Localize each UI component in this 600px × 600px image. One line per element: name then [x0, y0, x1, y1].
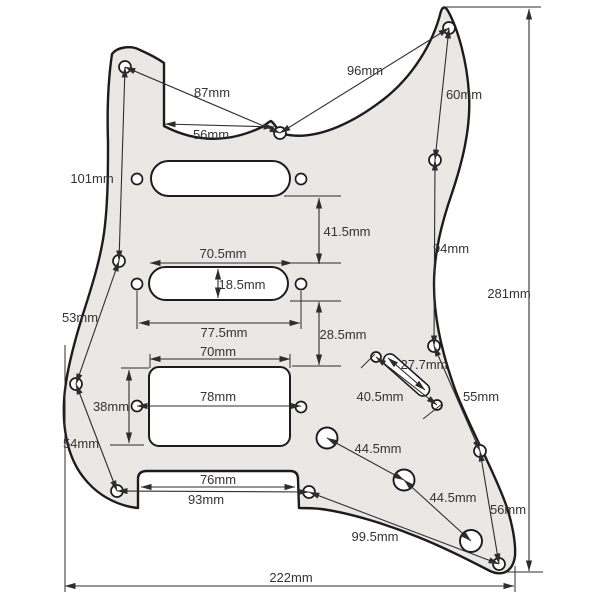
dim-line	[375, 356, 438, 406]
neck-pickup-screw-right	[294, 172, 308, 186]
dimension-pot1-to-pot2: 44.5mm	[326, 437, 405, 481]
dimensions: 87mm 56mm 96mm 60mm 101mm 53mm 54mm 41.	[62, 8, 533, 590]
dimension-right-upper-to-right-mid: 94mm	[430, 159, 469, 347]
dimension-middle-screw-span: 77.5mm	[138, 319, 301, 340]
dim-label: 38mm	[93, 399, 129, 414]
dimension-humbucker-height: 38mm	[93, 369, 133, 444]
tick-trem-screw-upper	[360, 353, 376, 369]
dim-line	[326, 437, 405, 481]
dim-label: 56mm	[193, 127, 229, 142]
dim-label: 28.5mm	[320, 327, 367, 342]
dim-label: 41.5mm	[324, 224, 371, 239]
dim-line	[75, 260, 120, 385]
dimension-bridge-right-to-tail: 99.5mm	[308, 491, 500, 565]
humbucker-screw-right	[294, 400, 308, 414]
dim-label: 93mm	[188, 492, 224, 507]
dim-label: 87mm	[194, 85, 230, 100]
dim-line	[433, 27, 451, 161]
dim-label: 99.5mm	[352, 529, 399, 544]
dim-label: 222mm	[269, 570, 312, 585]
dimension-humbucker-top-width: 70mm	[149, 344, 291, 363]
dim-label: 55mm	[463, 389, 499, 404]
dim-line	[308, 491, 500, 565]
dim-label: 60mm	[446, 87, 482, 102]
neck-pickup-screw-left	[130, 172, 144, 186]
dimension-left-upper-to-left-mid: 53mm	[62, 260, 120, 385]
dim-label: 44.5mm	[430, 490, 477, 505]
dimension-bridge-cutout-screw-span: 93mm	[116, 487, 310, 507]
dimension-left-mid-to-bottom-left: 54mm	[63, 383, 118, 492]
dimension-neck-screw-to-upper-horn: 96mm	[279, 27, 450, 134]
dim-label: 44.5mm	[355, 441, 402, 456]
dim-label: 281mm	[487, 286, 530, 301]
dimension-neck-pocket-width: 56mm	[164, 121, 275, 142]
dim-label: 18.5mm	[219, 277, 266, 292]
dim-label: 78mm	[200, 389, 236, 404]
dim-label: 27.7mm	[401, 357, 448, 372]
dim-label: 94mm	[433, 241, 469, 256]
neck-pickup-cutout	[150, 160, 291, 197]
dim-label: 70.5mm	[200, 246, 247, 261]
dimension-overall-width: 222mm	[64, 570, 515, 590]
dim-label: 96mm	[347, 63, 383, 78]
pickguard-body	[62, 6, 517, 575]
dim-label: 54mm	[63, 436, 99, 451]
dimension-middle-pickup-width: 18.5mm	[214, 268, 266, 299]
dim-label: 77.5mm	[201, 325, 248, 340]
dim-line	[75, 383, 118, 492]
dimension-left-horn-to-left-upper: 101mm	[70, 66, 128, 262]
dim-line	[116, 487, 310, 496]
dim-line	[279, 27, 450, 134]
dim-label: 53mm	[62, 310, 98, 325]
dim-label: 101mm	[70, 171, 113, 186]
dimension-right-mid-to-right-lower: 55mm	[433, 345, 499, 452]
extension-lines	[64, 6, 543, 592]
dimension-middle-to-bridge-gap: 28.5mm	[315, 301, 367, 366]
dimension-upper-horn-to-right-upper: 60mm	[433, 27, 482, 161]
dim-label: 40.5mm	[357, 389, 404, 404]
dim-line	[164, 121, 275, 130]
dim-label: 76mm	[200, 472, 236, 487]
dim-label: 70mm	[200, 344, 236, 359]
middle-pickup-screw-left	[130, 277, 144, 291]
dimension-middle-pickup-length: 70.5mm	[149, 246, 293, 267]
middle-pickup-screw-right	[294, 277, 308, 291]
dimension-bridge-cutout-width: 76mm	[140, 472, 296, 491]
dimension-humbucker-screw-span: 78mm	[136, 389, 302, 410]
dim-line	[116, 66, 128, 262]
dimension-neck-to-middle-gap: 41.5mm	[315, 197, 371, 265]
dim-label: 56mm	[490, 502, 526, 517]
dimension-trem-screw-span: 40.5mm	[357, 356, 438, 406]
dim-line	[433, 345, 481, 452]
dim-line	[430, 159, 439, 347]
dimension-overall-height: 281mm	[487, 8, 533, 572]
